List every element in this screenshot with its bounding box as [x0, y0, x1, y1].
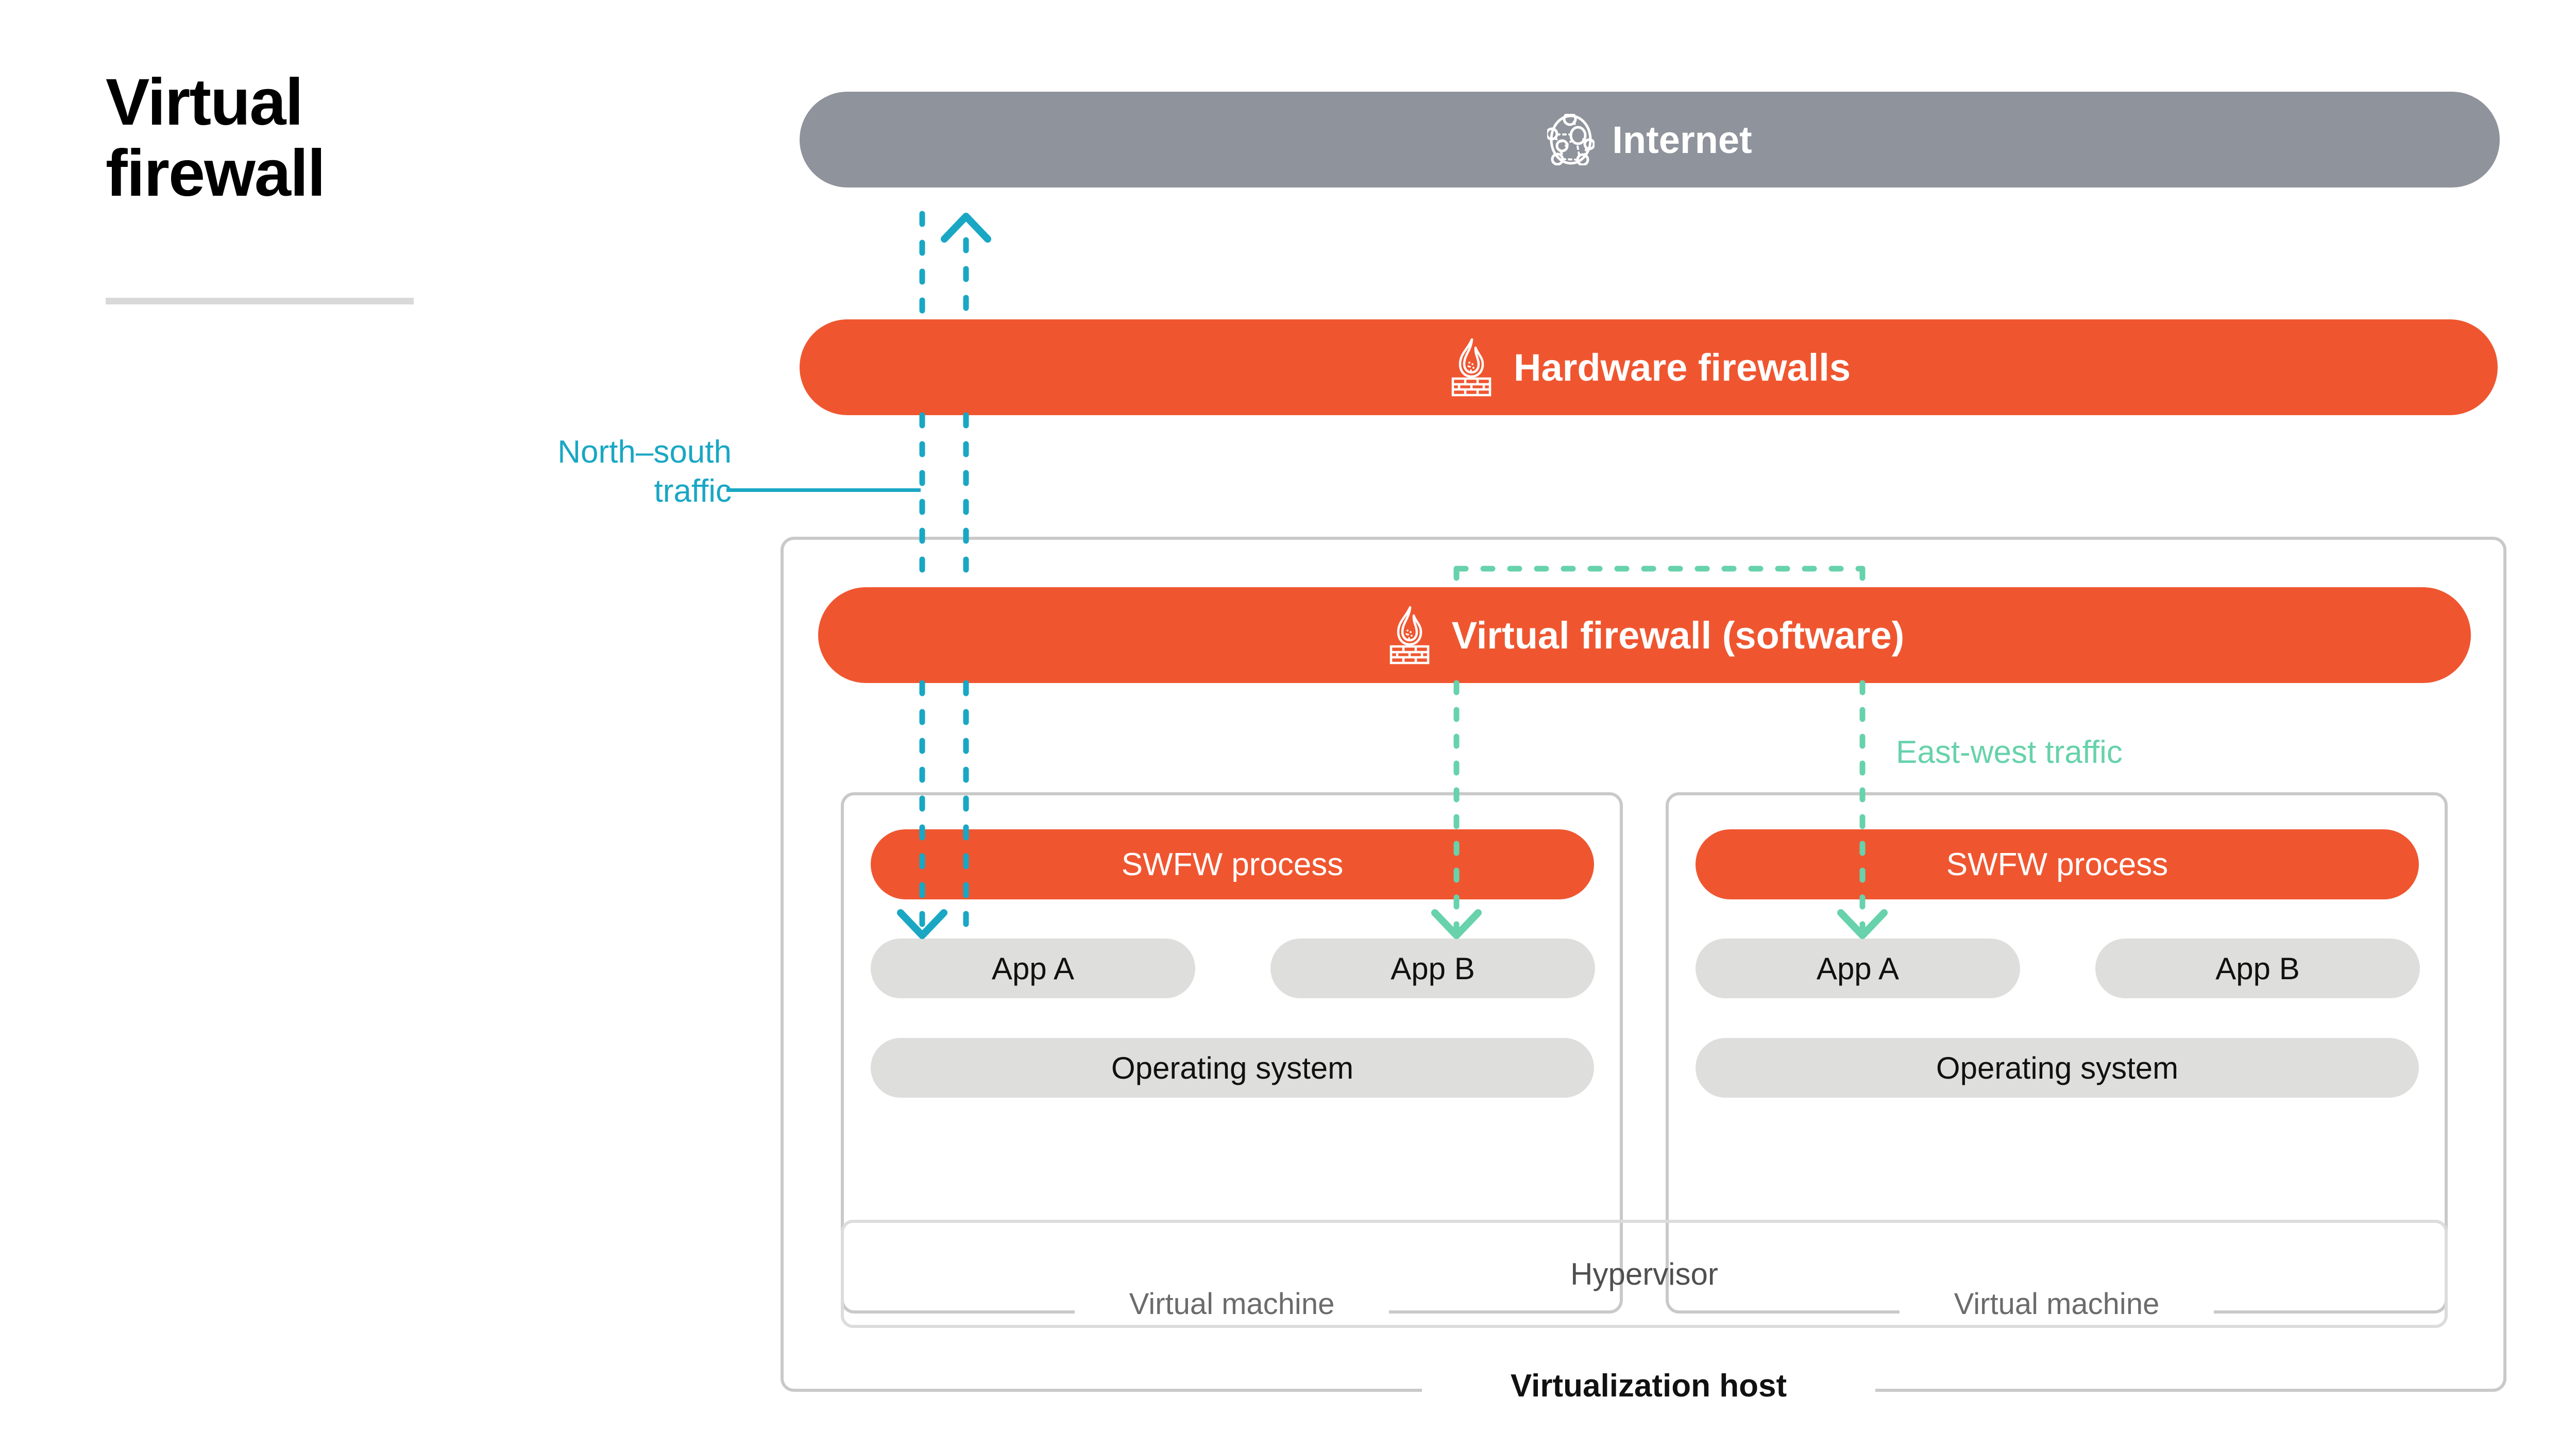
swfw-process-pill-right: SWFW process	[1696, 829, 2419, 899]
firewall-flame-brick-icon	[1451, 338, 1492, 397]
app-label: App A	[1816, 951, 1900, 986]
virtual-firewall-bar: Virtual firewall (software)	[818, 587, 2471, 683]
hardware-firewalls-label: Hardware firewalls	[1514, 346, 1851, 389]
firewall-flame-brick-icon	[1389, 606, 1429, 664]
swfw-process-label: SWFW process	[1946, 846, 2168, 882]
virtualization-host-label-gap	[1422, 1377, 1875, 1408]
ns-outbound-arrowhead	[941, 213, 991, 243]
app-pill-a-right: App A	[1696, 939, 2020, 998]
hypervisor-box: Hypervisor	[841, 1220, 2448, 1328]
north-south-traffic-label: North–south traffic	[557, 434, 732, 509]
virtualization-host-label: Virtualization host	[1510, 1368, 1787, 1404]
app-label: App B	[2215, 951, 2300, 986]
operating-system-label: Operating system	[1111, 1050, 1354, 1085]
virtual-machine-label-right: Virtual machine	[1954, 1287, 2160, 1321]
operating-system-pill-left: Operating system	[871, 1038, 1594, 1098]
virtual-firewall-label: Virtual firewall (software)	[1451, 613, 1905, 657]
vm-label-gap-right	[1900, 1297, 2214, 1325]
network-globe-icon	[1547, 114, 1595, 165]
swfw-process-label: SWFW process	[1121, 846, 1344, 882]
hypervisor-label: Hypervisor	[1570, 1256, 1718, 1291]
vm-label-gap-left	[1075, 1297, 1389, 1325]
title-block: Virtual firewall	[106, 65, 466, 211]
hardware-firewalls-bar: Hardware firewalls	[800, 319, 2498, 415]
app-label: App B	[1391, 951, 1475, 986]
operating-system-pill-right: Operating system	[1696, 1038, 2419, 1098]
east-west-traffic-label: East-west traffic	[1896, 735, 2123, 770]
internet-label: Internet	[1612, 118, 1752, 161]
operating-system-label: Operating system	[1936, 1050, 2179, 1085]
page-title: Virtual firewall	[106, 65, 326, 211]
swfw-process-pill-left: SWFW process	[871, 829, 1594, 899]
app-pill-a-left: App A	[871, 939, 1195, 998]
title-divider	[106, 298, 414, 304]
virtual-machine-label-left: Virtual machine	[1129, 1287, 1335, 1321]
app-label: App A	[991, 951, 1075, 986]
north-south-leader-line	[726, 488, 921, 492]
app-pill-b-left: App B	[1270, 939, 1595, 998]
internet-bar: Internet	[800, 92, 2500, 187]
app-pill-b-right: App B	[2095, 939, 2420, 998]
